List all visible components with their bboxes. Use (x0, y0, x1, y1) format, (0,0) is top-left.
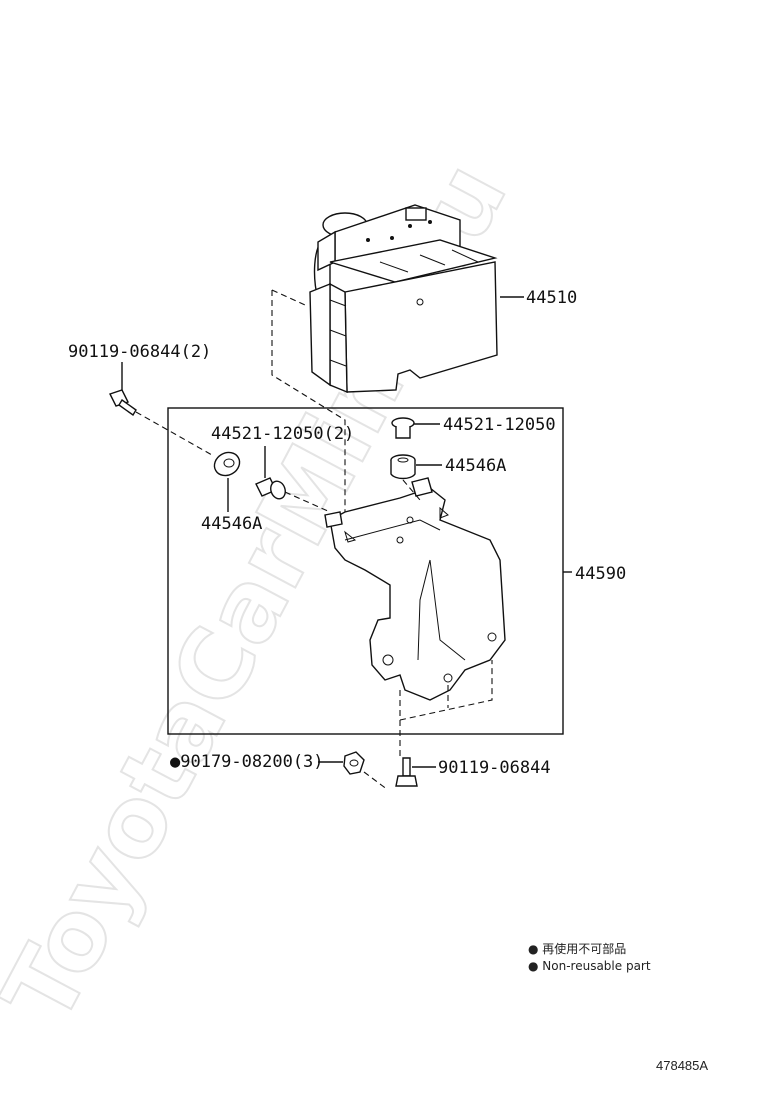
bolt-bottom-illustration[interactable] (395, 757, 418, 787)
label-44546a-left[interactable]: 44546A (201, 514, 262, 534)
bracket-group-box (167, 407, 564, 735)
legend-jp: ● 再使用不可部品 (528, 941, 626, 956)
diagram-code: 478485A (656, 1058, 708, 1073)
cushion-right-illustration[interactable] (390, 454, 416, 480)
bolt-top-illustration[interactable] (255, 477, 288, 501)
abs-actuator-illustration[interactable] (309, 204, 524, 394)
bracket-illustration[interactable] (324, 477, 506, 701)
label-44510[interactable]: 44510 (526, 288, 577, 308)
assembly-guide-line (271, 290, 346, 520)
label-90119-06844[interactable]: 90119-06844 (438, 758, 551, 778)
bolt-left-illustration[interactable] (109, 389, 137, 417)
label-44546a-right[interactable]: 44546A (445, 456, 506, 476)
label-44590[interactable]: 44590 (575, 564, 626, 584)
label-90179-08200-3[interactable]: ●90179-08200(3) (170, 752, 324, 772)
label-44521-12050-2[interactable]: 44521-12050(2) (211, 424, 354, 444)
label-90119-06844-2[interactable]: 90119-06844(2) (68, 342, 211, 362)
nut-illustration[interactable] (343, 751, 365, 775)
cushion-left-illustration[interactable] (210, 448, 244, 480)
legend-en: ● Non-reusable part (528, 959, 651, 973)
label-44521-12050[interactable]: 44521-12050 (443, 415, 556, 435)
bolt-top-right-illustration[interactable] (391, 417, 415, 439)
